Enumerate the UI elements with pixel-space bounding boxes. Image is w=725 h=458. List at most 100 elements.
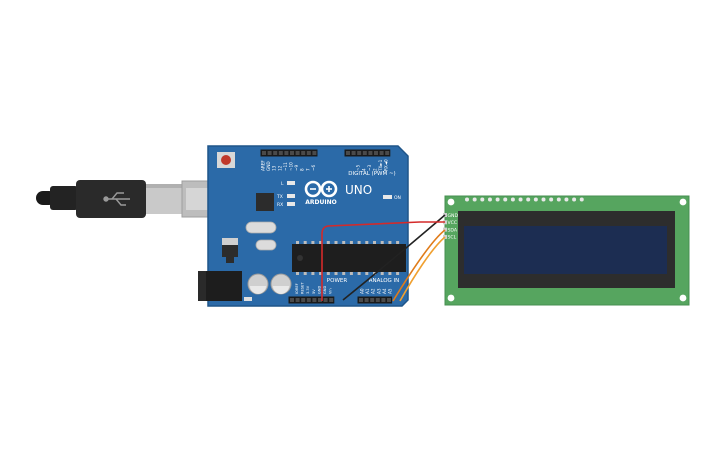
digital-pin[interactable] <box>379 151 384 155</box>
digital-pin[interactable] <box>295 151 300 155</box>
pin-label: IOREF <box>295 283 299 294</box>
wire-vcc[interactable] <box>321 221 445 301</box>
wire-sda[interactable] <box>392 229 446 302</box>
digital-pin[interactable] <box>312 151 317 155</box>
mount-hole <box>447 294 455 302</box>
voltage-regulator <box>222 238 238 263</box>
lcd-screen <box>464 226 667 274</box>
analog-pin[interactable] <box>359 298 363 302</box>
pin-label: TX►1 <box>378 159 383 172</box>
analog-pin[interactable] <box>364 298 369 302</box>
pin-label: AREF <box>261 160 266 171</box>
usb-trident-icon <box>103 192 130 206</box>
digital-pin[interactable] <box>374 151 378 155</box>
analog-label: ANALOG IN <box>369 278 400 284</box>
digital-pin[interactable] <box>301 151 306 155</box>
arduino-infinity-logo <box>304 180 338 198</box>
mount-hole <box>679 198 687 206</box>
pin-label: 5V <box>312 289 316 294</box>
capacitor-left <box>247 273 269 295</box>
pin-label: ~6 <box>311 164 316 171</box>
usb-connector-metal <box>146 184 182 214</box>
usb-interface-chip <box>256 193 274 211</box>
power-pin[interactable] <box>323 298 328 302</box>
lcd-pin[interactable] <box>443 234 447 239</box>
wires <box>321 214 446 302</box>
digital-pin[interactable] <box>273 151 278 155</box>
wire-scl[interactable] <box>399 236 446 302</box>
analog-pin[interactable] <box>375 298 380 302</box>
power-barrel-jack[interactable] <box>198 271 242 301</box>
digital-label: DIGITAL (PWM ~) <box>348 171 395 177</box>
pin-label: RX◄0 <box>384 159 389 171</box>
analog-pin[interactable] <box>370 298 375 302</box>
lcd-pin[interactable] <box>443 227 447 232</box>
pin-label: A4 <box>382 288 387 294</box>
power-pin[interactable] <box>329 298 334 302</box>
power-pin[interactable] <box>306 298 311 302</box>
pin-label: ~11 <box>283 162 288 171</box>
power-pin[interactable] <box>318 298 322 302</box>
pin-label: 7 <box>305 168 310 171</box>
pin-label: A5 <box>388 288 393 294</box>
power-label: POWER <box>327 278 348 284</box>
pin-label: GND <box>323 286 327 294</box>
rx-led <box>287 202 295 206</box>
pin-label: Vin <box>329 288 333 294</box>
power-pin[interactable] <box>295 298 300 302</box>
lcd-top-pin-row <box>465 197 584 202</box>
pin-label: A1 <box>365 288 370 294</box>
l-led <box>287 181 295 185</box>
pin-label: GND <box>266 161 271 171</box>
pin-label: ~9 <box>294 164 299 171</box>
digital-pin[interactable] <box>306 151 311 155</box>
analog-header[interactable] <box>357 296 393 304</box>
lcd-pin-label: SCL <box>448 235 457 241</box>
digital-pin[interactable] <box>267 151 272 155</box>
pin-label: A2 <box>371 288 376 294</box>
pin-label: 2 <box>373 168 378 171</box>
pin-label: 13 <box>272 165 277 171</box>
pin-label: 12 <box>277 165 282 171</box>
wire-gnd[interactable] <box>342 214 446 301</box>
pin-label: RESET <box>301 282 305 294</box>
on-led <box>383 195 392 199</box>
mount-hole <box>447 198 455 206</box>
on-label: ON <box>394 195 401 201</box>
digital-pin[interactable] <box>278 151 283 155</box>
power-header[interactable] <box>288 296 335 304</box>
crystal-small <box>255 239 277 251</box>
digital-pin[interactable] <box>385 151 390 155</box>
power-pin[interactable] <box>312 298 317 302</box>
digital-pin[interactable] <box>346 151 350 155</box>
power-pin[interactable] <box>290 298 294 302</box>
lcd-pin-label: SDA <box>448 227 458 233</box>
tx-label: TX <box>276 194 283 200</box>
pin-label: ~5 <box>356 164 361 171</box>
usb-strain-relief <box>50 186 78 210</box>
digital-pin[interactable] <box>368 151 373 155</box>
digital-pin[interactable] <box>284 151 289 155</box>
digital-pin[interactable] <box>351 151 356 155</box>
pin-label: A0 <box>360 288 365 294</box>
arduino-brand: ARDUINO <box>305 199 336 206</box>
digital-pin[interactable] <box>362 151 367 155</box>
digital-header[interactable] <box>260 149 391 157</box>
digital-pin[interactable] <box>357 151 362 155</box>
pin-label: ~3 <box>367 164 372 171</box>
pin-label: A3 <box>376 288 381 294</box>
lcd-pin-label: VCC <box>448 220 458 226</box>
power-pin[interactable] <box>301 298 306 302</box>
reset-button[interactable] <box>217 152 235 168</box>
analog-pin[interactable] <box>381 298 386 302</box>
digital-pin[interactable] <box>290 151 294 155</box>
analog-pin[interactable] <box>387 298 391 302</box>
tx-led <box>287 194 295 198</box>
board-model: UNO <box>345 183 372 197</box>
digital-pin[interactable] <box>262 151 266 155</box>
